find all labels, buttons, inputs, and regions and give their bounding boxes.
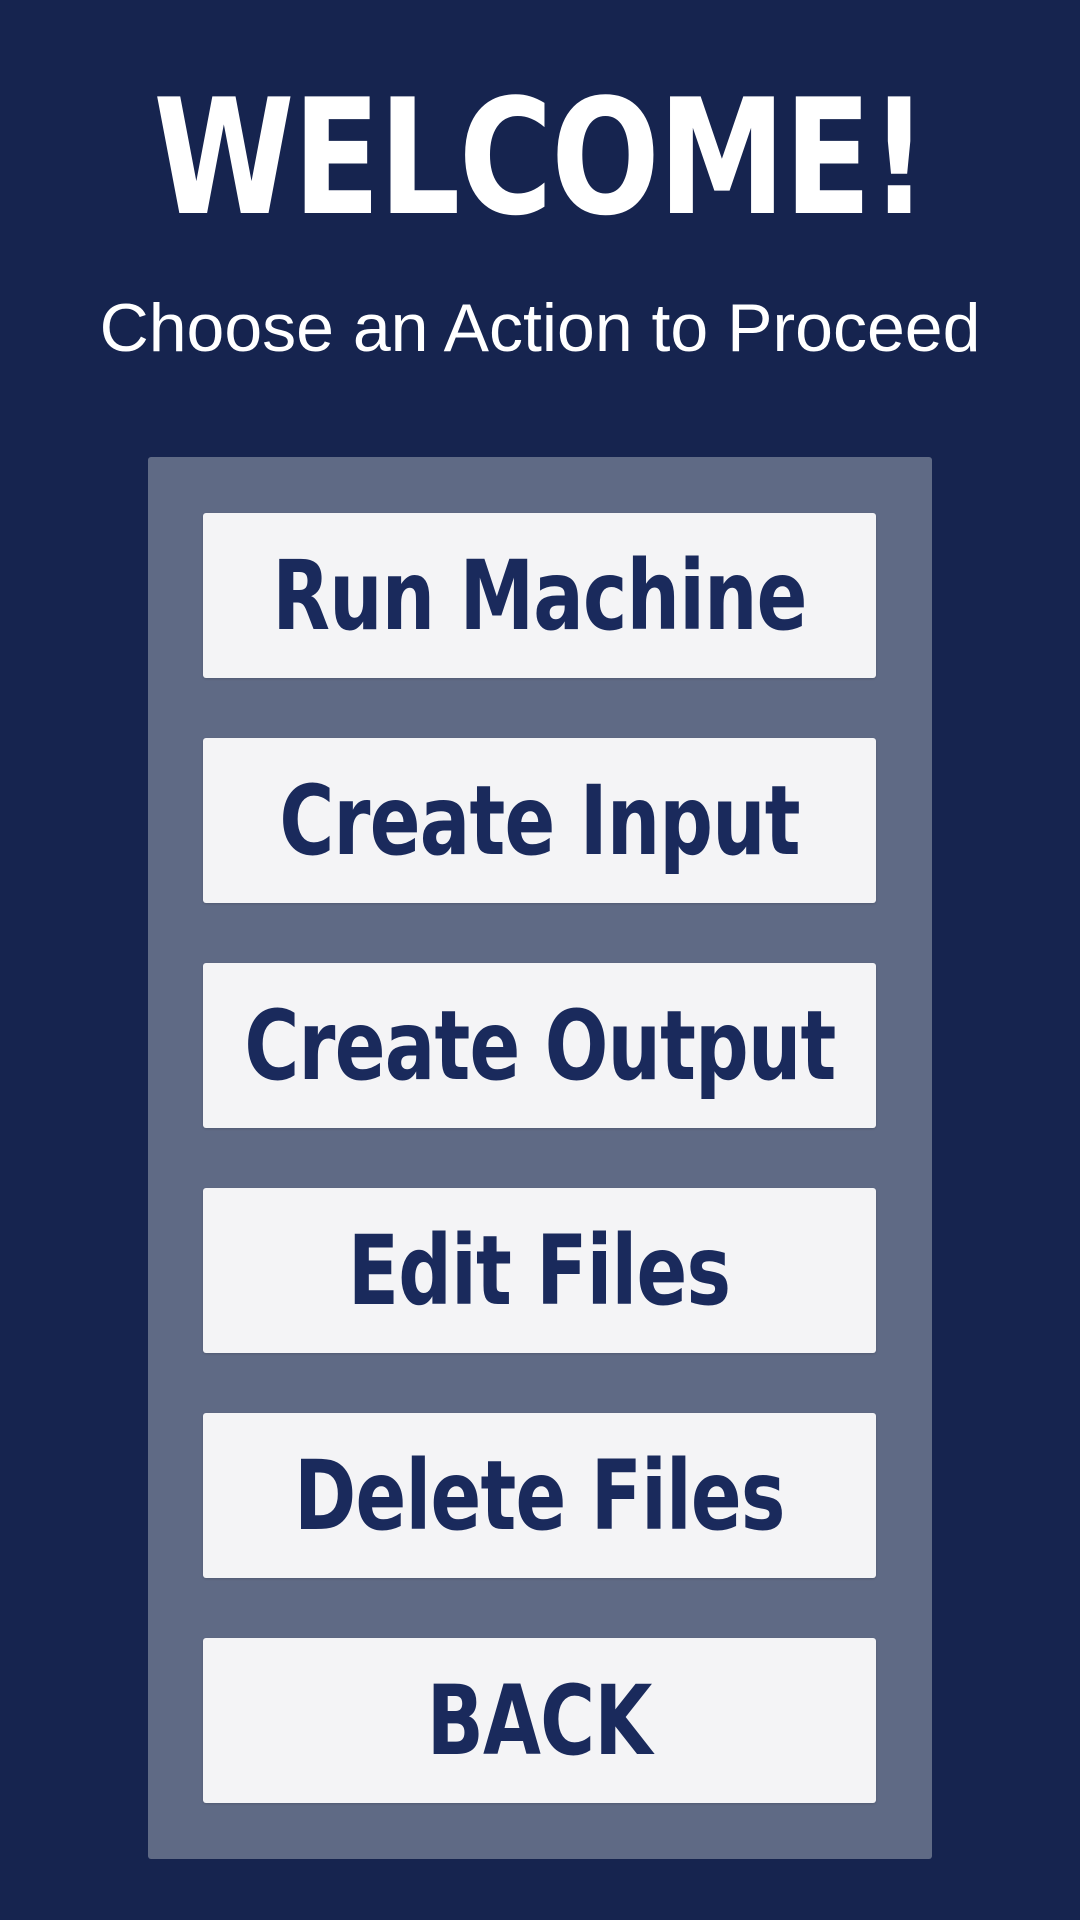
action-menu-panel: Run Machine Create Input Create Output E… [148, 457, 932, 1859]
create-input-label: Create Input [279, 764, 800, 877]
edit-files-button[interactable]: Edit Files [203, 1188, 876, 1353]
run-machine-button[interactable]: Run Machine [203, 513, 876, 678]
back-button[interactable]: BACK [203, 1638, 876, 1803]
delete-files-label: Delete Files [294, 1439, 785, 1552]
run-machine-label: Run Machine [272, 539, 807, 652]
create-output-button[interactable]: Create Output [203, 963, 876, 1128]
back-label: BACK [427, 1664, 653, 1777]
page-subtitle: Choose an Action to Proceed [99, 290, 981, 366]
edit-files-label: Edit Files [348, 1214, 731, 1327]
create-output-label: Create Output [243, 989, 836, 1102]
delete-files-button[interactable]: Delete Files [203, 1413, 876, 1578]
welcome-title: WELCOME! [153, 64, 928, 251]
create-input-button[interactable]: Create Input [203, 738, 876, 903]
